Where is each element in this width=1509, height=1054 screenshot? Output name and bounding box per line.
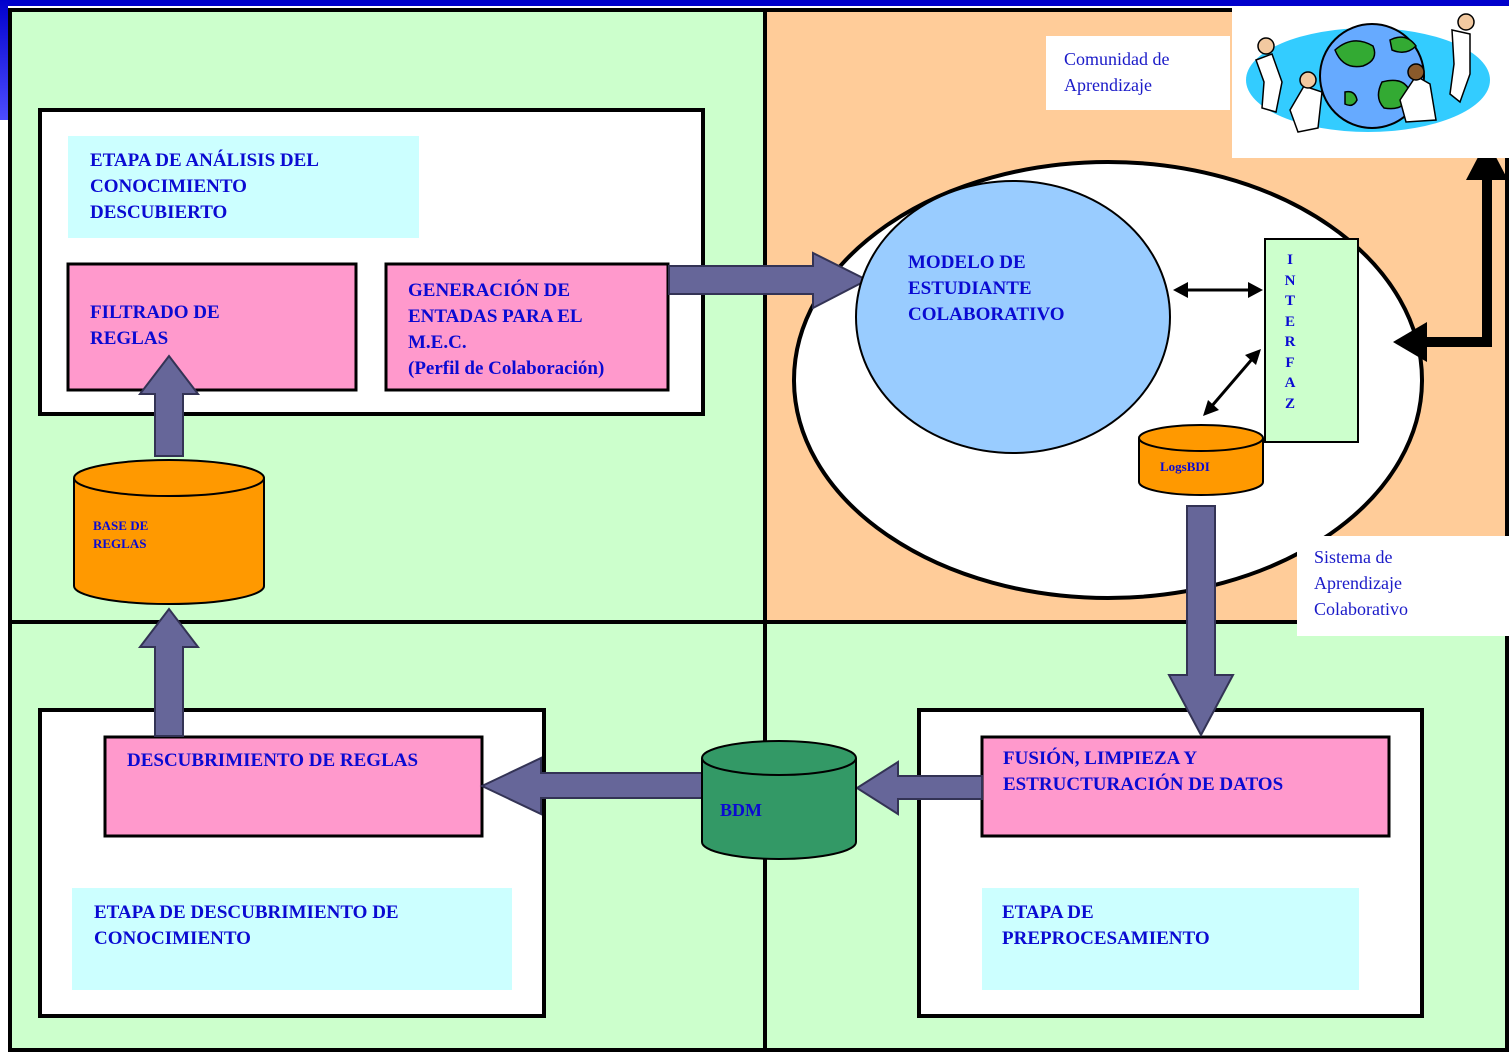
stage-label-preprocesamiento: ETAPA DE PREPROCESAMIENTO (1002, 902, 1210, 949)
arrow-interfaz-logs (1203, 349, 1261, 416)
globe-people-icon (1246, 13, 1490, 133)
corner-decoration (0, 0, 1509, 120)
process-box-filtrado (66, 262, 358, 392)
db-label-bdm: BDM (720, 800, 762, 820)
db-logs (1138, 424, 1264, 496)
process-label-generacion: GENERACIÓN DE ENTADAS PARA EL M.E.C. (Pe… (408, 280, 605, 379)
student-model-circle (855, 180, 1171, 454)
stage-label-analisis: ETAPA DE ANÁLISIS DEL CONOCIMIENTO DESCU… (90, 150, 319, 223)
interface-letter: I (1287, 252, 1293, 268)
community-label: Comunidad de Aprendizaje (1064, 49, 1170, 95)
db-base-reglas (73, 459, 265, 605)
quadrant-borders (8, 8, 1509, 1052)
interface-label: I N T E R F A Z (1280, 250, 1300, 414)
arrow-bdm-to-descubrimiento (479, 756, 703, 816)
process-label-fusion: FUSIÓN, LIMPIEZA Y ESTRUCTURACIÓN DE DAT… (1003, 748, 1284, 795)
process-label-filtrado: FILTRADO DE REGLAS (90, 302, 220, 349)
arrow-generacion-to-modelo (668, 251, 870, 310)
process-label-descubrimiento: DESCUBRIMIENTO DE REGLAS (127, 750, 419, 771)
stage-label-bg-preprocesamiento (982, 888, 1359, 990)
arrow-modelo-interfaz (1173, 282, 1263, 298)
arrow-interfaz-comunidad (1393, 140, 1508, 362)
interface-letter: T (1284, 293, 1295, 309)
db-label-logs: LogsBDI (1160, 459, 1210, 474)
process-box-generacion (384, 262, 670, 392)
interface-letter: F (1285, 354, 1295, 371)
stage-label-bg-descubrimiento (72, 888, 512, 990)
db-label-base-reglas: BASE DE REGLAS (93, 518, 149, 551)
stage-label-descubrimiento: ETAPA DE DESCUBRIMIENTO DE CONOCIMIENTO (94, 902, 399, 949)
db-bdm (701, 740, 857, 860)
student-model-label: MODELO DE ESTUDIANTE COLABORATIVO (908, 252, 1065, 325)
arrow-descubrimiento-to-base (137, 607, 201, 737)
arrow-base-to-filtrado (137, 354, 201, 457)
arrow-fusion-to-bdm (855, 760, 983, 816)
system-label: Sistema de Aprendizaje Colaborativo (1314, 547, 1408, 619)
process-box-descubrimiento (103, 735, 484, 838)
interface-letter: E (1284, 313, 1295, 330)
system-label-bg (1297, 536, 1509, 636)
interface-letter: A (1284, 375, 1296, 391)
interface-letter: Z (1284, 395, 1295, 412)
arrow-logs-to-fusion (1167, 505, 1235, 738)
interface-box (1264, 238, 1359, 443)
stage-label-bg-analisis (68, 136, 419, 238)
interface-letter: R (1284, 334, 1296, 350)
interface-letter: N (1284, 272, 1296, 289)
process-box-fusion (980, 735, 1391, 838)
community-label-bg (1046, 36, 1230, 110)
